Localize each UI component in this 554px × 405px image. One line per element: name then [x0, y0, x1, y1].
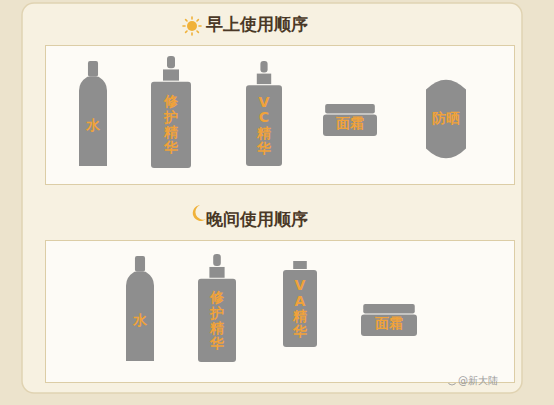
product-label: 面霜 — [336, 116, 364, 131]
moon-icon — [193, 205, 206, 221]
product-bottle: 水 — [126, 256, 154, 361]
product-label: 防晒 — [432, 111, 460, 126]
product-label: 水 — [86, 118, 100, 133]
section-heading: 早上使用顺序 — [206, 13, 308, 36]
product-jar: 面霜 — [361, 304, 417, 336]
product-jar: 面霜 — [323, 104, 377, 136]
section-panel: 早上使用顺序水修护精华VC精华面霜防晒 — [45, 45, 515, 185]
section-heading: 晚间使用顺序 — [206, 208, 308, 231]
product-label: 水 — [133, 313, 147, 328]
product-dropper: 修护精华 — [198, 254, 236, 362]
product-label: 修护精华 — [164, 94, 178, 156]
panel — [22, 3, 522, 393]
watermark: @新大陆 — [458, 374, 498, 388]
product-dropper: VC精华 — [246, 61, 282, 166]
bottle-outline — [79, 61, 107, 166]
bottle-outline — [126, 256, 154, 361]
product-bottle: 水 — [79, 61, 107, 166]
product-label: VA精华 — [293, 278, 307, 340]
sun-icon — [183, 17, 201, 35]
product-label: 修护精华 — [210, 290, 224, 352]
product-dropper: 修护精华 — [151, 56, 191, 168]
product-label: 面霜 — [375, 316, 403, 331]
product-tube: 防晒 — [426, 78, 466, 160]
product-label: VC精华 — [257, 95, 271, 157]
section-panel: 晚间使用顺序水修护精华VA精华面霜 — [45, 240, 515, 383]
product-vial: VA精华 — [283, 261, 317, 347]
